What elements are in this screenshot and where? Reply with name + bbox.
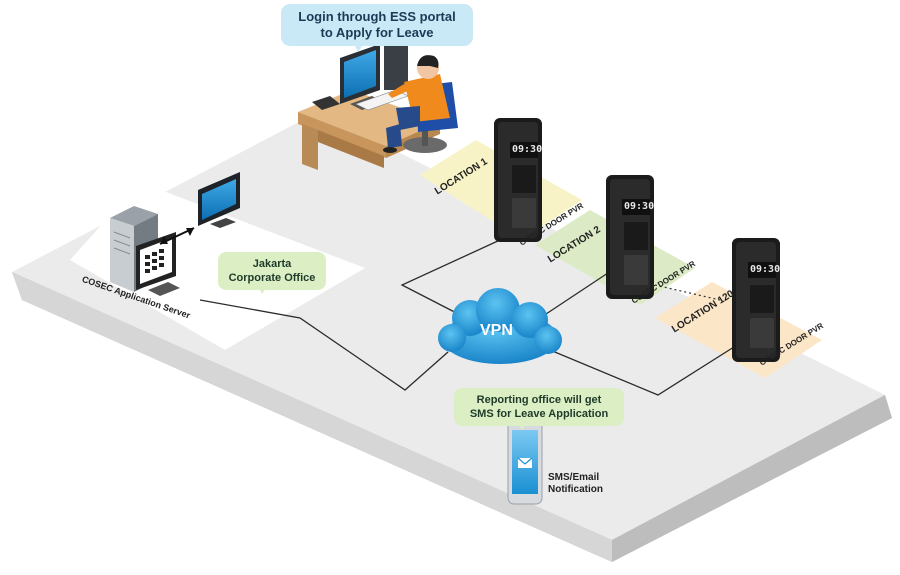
vpn-label: VPN <box>480 322 513 339</box>
office-callout-line-2: Corporate Office <box>228 272 316 284</box>
application-server <box>110 206 180 296</box>
notification-label-line-1: SMS/Email <box>548 472 600 483</box>
employee-figure <box>383 55 458 153</box>
reporting-callout-line-2: SMS for Leave Application <box>469 408 609 420</box>
dotted-link <box>654 284 721 301</box>
office-callout: Jakarta Corporate Office <box>218 252 326 290</box>
vpn-cloud <box>438 288 562 364</box>
door-device-120 <box>732 238 780 362</box>
reporting-callout-line-1: Reporting office will get <box>476 394 602 406</box>
device-2-time: 09:30 <box>624 201 655 212</box>
device-120-time: 09:30 <box>750 264 781 275</box>
ess-callout: Login through ESS portal to Apply for Le… <box>281 4 473 46</box>
client-monitor <box>198 172 240 228</box>
door-device-2 <box>606 175 654 299</box>
notification-label-line-2: Notification <box>548 484 603 495</box>
ess-callout-line-1: Login through ESS portal <box>298 9 456 24</box>
smartphone <box>507 419 543 505</box>
device-1-time: 09:30 <box>512 144 543 155</box>
reporting-callout: Reporting office will get SMS for Leave … <box>454 388 624 426</box>
ess-callout-line-2: to Apply for Leave <box>320 25 434 40</box>
office-callout-line-1: Jakarta <box>252 258 292 270</box>
door-device-1 <box>494 118 542 242</box>
notification-label: SMS/Email Notification <box>548 472 603 496</box>
